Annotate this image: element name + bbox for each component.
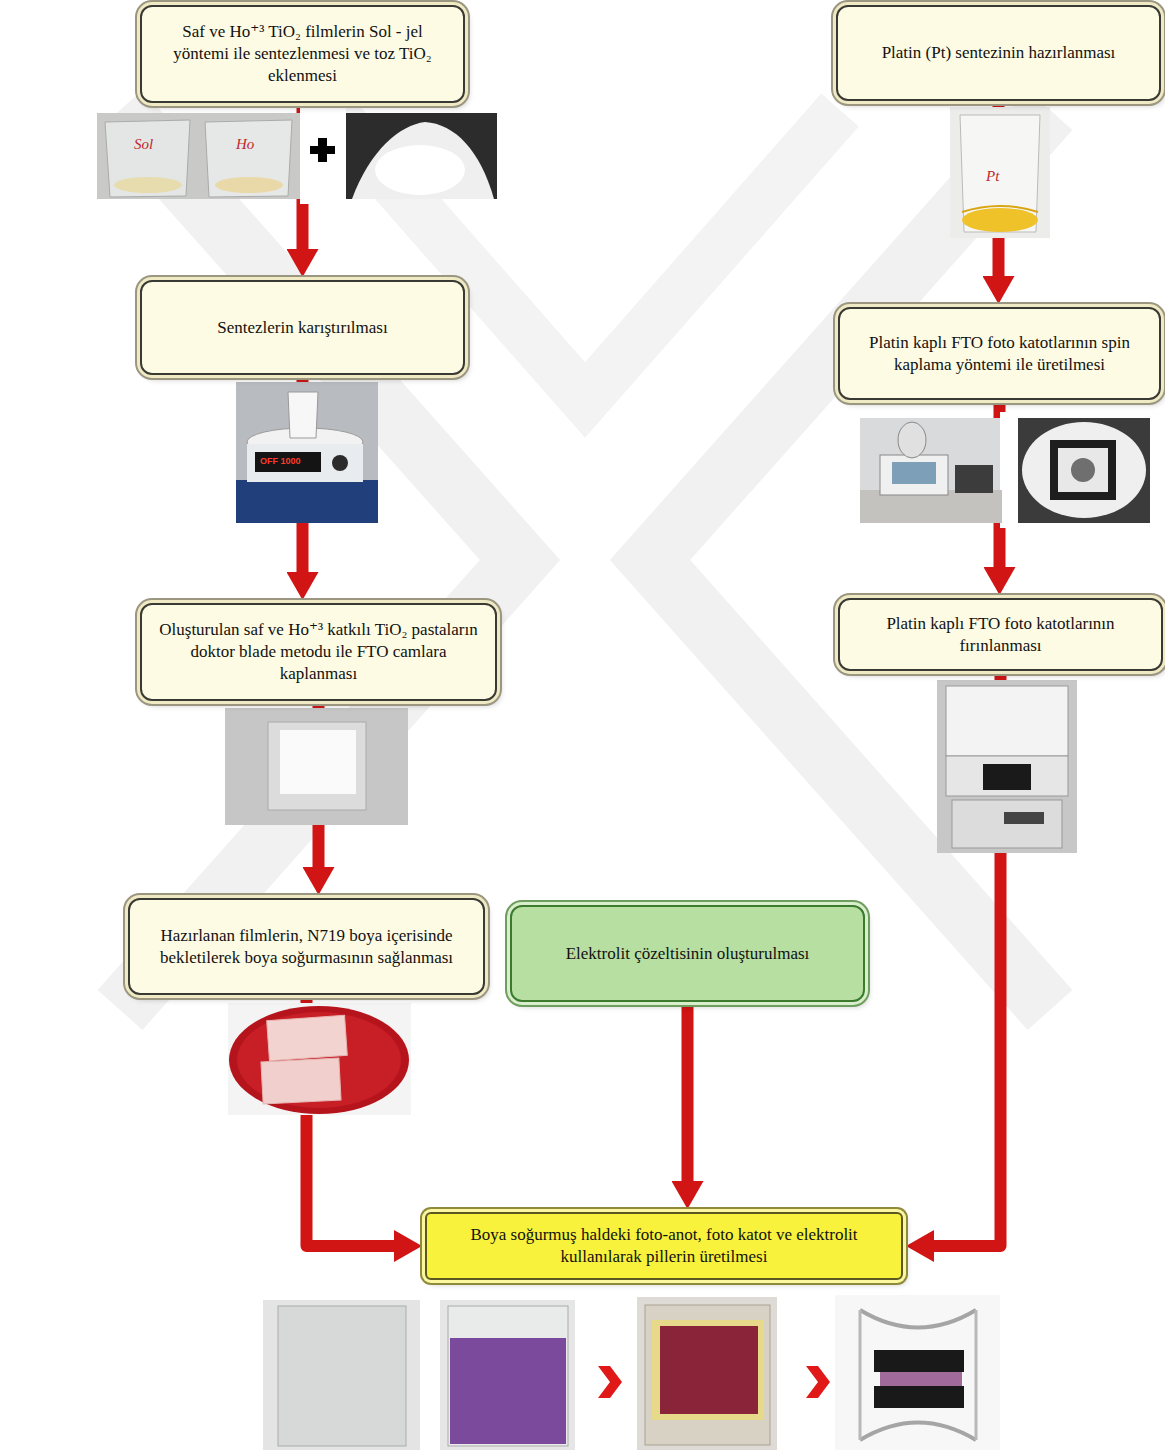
- dye-dish-photo: [228, 1003, 411, 1115]
- step-text: Oluşturulan saf ve Ho⁺³ katkılı TiO₂ pas…: [158, 619, 479, 685]
- display-readout: OFF 1000: [258, 456, 303, 466]
- beaker-label: Sol: [134, 136, 153, 153]
- step-text: Platin (Pt) sentezinin hazırlanması: [882, 42, 1116, 64]
- step-text: Platin kaplı FTO foto katotlarının spin …: [856, 332, 1143, 376]
- step-text: Sentezlerin karıştırılması: [217, 317, 387, 339]
- spin-coater-photo: [860, 412, 1020, 528]
- process-box: Platin (Pt) sentezinin hazırlanması: [836, 5, 1161, 101]
- process-box: Saf ve Ho⁺³ TiO₂ filmlerin Sol - jel yön…: [140, 5, 465, 103]
- process-box: Platin kaplı FTO foto katotlarının fırın…: [838, 598, 1163, 671]
- plus-sign: [310, 138, 335, 162]
- assembled-cell-photo: [637, 1297, 777, 1450]
- coated-glass-photo: [225, 708, 408, 825]
- process-box: Oluşturulan saf ve Ho⁺³ katkılı TiO₂ pas…: [140, 603, 497, 701]
- clipped-cell-photo: [835, 1295, 1000, 1450]
- flow-arrow: [682, 1002, 694, 1181]
- beaker-label: Ho: [236, 136, 254, 153]
- process-box: Hazırlanan filmlerin, N719 boya içerisin…: [128, 898, 485, 995]
- step-chevron: [806, 1366, 830, 1398]
- process-box: Sentezlerin karıştırılması: [140, 280, 465, 375]
- furnace-photo: [937, 680, 1077, 853]
- magnetic-stirrer-photo: [236, 382, 378, 523]
- electrolyte-box: Elektrolit çözeltisinin oluşturulması: [510, 905, 865, 1002]
- step-text: Hazırlanan filmlerin, N719 boya içerisin…: [146, 925, 467, 969]
- step-text: Boya soğurmuş haldeki foto-anot, foto ka…: [443, 1224, 885, 1268]
- final-step-box: Boya soğurmuş haldeki foto-anot, foto ka…: [425, 1212, 903, 1280]
- step-text: Platin kaplı FTO foto katotlarının fırın…: [856, 613, 1145, 657]
- powder-photo: [346, 113, 497, 199]
- step-text: Elektrolit çözeltisinin oluşturulması: [566, 943, 810, 965]
- clean-glass-photo: [263, 1300, 420, 1450]
- spin-chuck-photo: [1018, 418, 1150, 523]
- step-chevron: [598, 1366, 622, 1398]
- process-box: Platin kaplı FTO foto katotlarının spin …: [838, 307, 1161, 400]
- dyed-anode-photo: [440, 1300, 575, 1450]
- beaker-photo: [97, 108, 346, 204]
- step-text: Saf ve Ho⁺³ TiO₂ filmlerin Sol - jel yön…: [158, 21, 447, 87]
- platinum-beaker-photo: [950, 107, 1050, 238]
- beaker-label: Pt: [986, 168, 999, 185]
